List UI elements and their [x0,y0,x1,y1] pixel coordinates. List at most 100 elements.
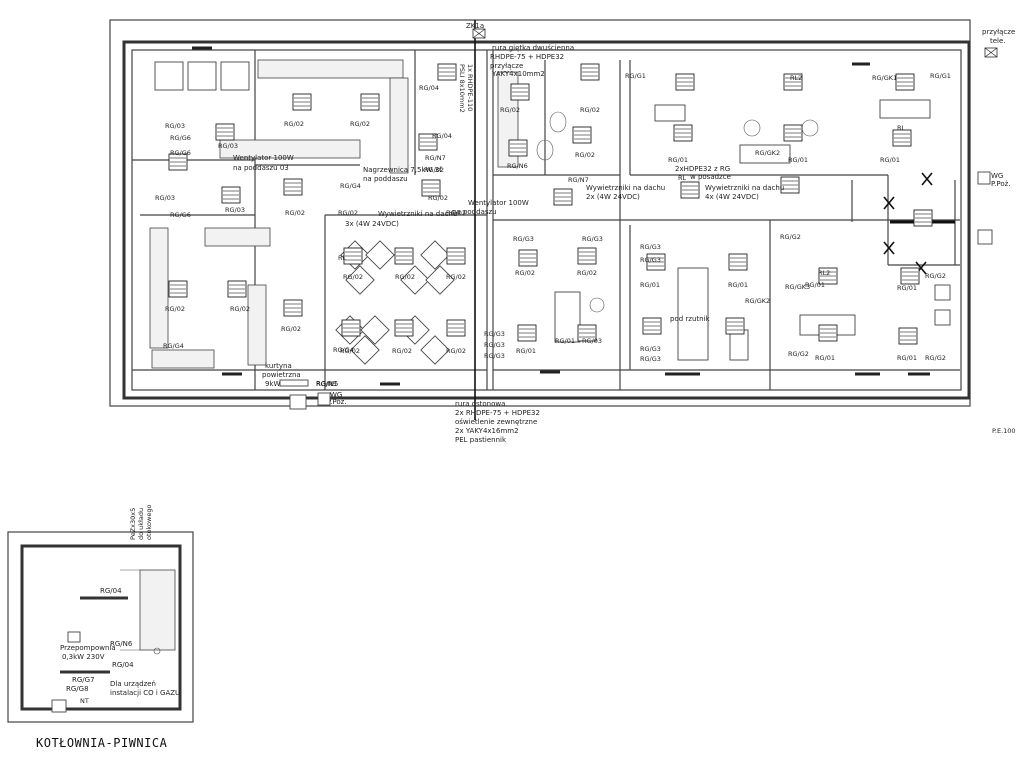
circuit-tag: RG/G2 [788,350,809,358]
circuit-tag: RG/GK2 [745,297,770,305]
circuit-tag: RG/N6 [507,162,528,170]
zk1a-label: ZK1a [466,22,484,30]
circuit-tag: RG/02 [575,151,595,159]
circuit-tag: RG/02 [284,120,304,128]
circuit-tag: RG/N7 [568,176,589,184]
fan1b-label: na poddaszu 03 [233,164,289,172]
curtain-label-3: 9kW [265,380,281,388]
luminaires [168,46,933,386]
ppoz-right-label: P.Poż. [991,180,1011,188]
basement-panel [51,699,67,713]
circuit-tag: RG/G4 [340,182,361,190]
circuit-tag: RG/01 [555,337,575,345]
exhaust1b-label: 3x (4W 24VDC) [345,220,399,228]
pump-label: Przepompownia [60,644,116,652]
n-panel-right [977,229,993,245]
devices-label: Dla urządzeń [110,680,156,688]
circuit-tag: RG/03 [155,194,175,202]
circuit-tag: RG/02 [343,273,363,281]
circuit-tag: RG/01 [728,281,748,289]
circuit-tag: RG/02 [428,194,448,202]
ppoz-label: P.Poż. [327,398,347,406]
pipe-shield-label: rura ostonowa [455,400,505,408]
projector-label: pod rzutnik [670,315,711,323]
fan2b-label: na poddaszu [452,208,497,216]
pel-label: PEL pastiennik [455,436,507,444]
circuit-tag: RG/GK1 [872,74,897,82]
bottom-annotations: rura ostonowa 2x RHDPE-75 + HDPE32 oświe… [262,171,1016,444]
circuit-tags: RG/03RG/G6RG/G6RG/03RG/G6RG/03RG/03RG/02… [155,72,951,388]
pump-label-2: 0,3kW 230V [62,653,105,661]
circuit-tag: RG/02 [395,273,415,281]
circuit-tag: RG/G3 [582,235,603,243]
circuit-tag: RG/G3 [640,256,661,264]
circuit-tag: RL [338,254,347,262]
circuit-tag: RG/02 [281,325,301,333]
circuit-tag: RL2 [790,74,802,82]
circuit-tag: RG/02 [577,269,597,277]
furniture [154,61,951,361]
circuit-tag: RG/01 [788,156,808,164]
pe-level-label: P.E.100 [992,427,1016,435]
curtain-label-2: powietrzna [262,371,301,379]
circuit-tag: RG/03 [218,142,238,150]
circuit-tag: RG/02 [424,166,444,174]
heater2-label: na poddaszu [363,175,408,183]
basement-rgg7: RG/G7 [72,676,95,684]
circuit-tag: RG/02 [230,305,250,313]
circuit-tag: RG/G6 [170,211,191,219]
lighting-label: oświetlenie zewnętrzne [455,418,537,426]
top-annotations: ZK1a rura giętka dwuścienna RHDPE-75 + H… [458,22,1015,113]
wg-label: WG [330,391,342,399]
circuit-tag: RG/GK3 [785,283,810,291]
circuit-tag: RG/G3 [513,235,534,243]
equipment-annotations: Wentylator 100W na poddaszu 03 Nagrzewni… [233,154,1011,323]
devices-label-2: instalacji CO i GAZU [110,689,180,697]
circuit-tag: RL2 [818,269,830,277]
circuit-tag: RG/G3 [484,341,505,349]
main-building [109,19,998,420]
circuit-tag: RG/02 [392,347,412,355]
basement-wall [20,544,182,711]
circuit-tag: RG/01 [897,354,917,362]
circuit-tag: RG/01 [815,354,835,362]
basement-rg04a: RG/04 [100,587,122,595]
circuit-tag: RG/G6 [170,134,191,142]
circuit-tag: RG/02 [515,269,535,277]
circuit-tag: RG/03 [225,206,245,214]
circuit-tag: RL [678,174,687,182]
lighting-cable-label: 2x YAKY4x16mm2 [455,427,519,435]
pipe-flexible-label: rura giętka dwuścienna [492,44,574,52]
wg-panel-right [977,171,991,185]
connection-cable: YAKY4x10mm2 [491,70,545,78]
exhaust3-label: Wywietrzniki na dachu [705,184,784,192]
exhaust2b-label: 2x (4W 24VDC) [586,193,640,201]
circuit-tag: RG/02 [446,209,466,217]
circuit-tag: RG/G2 [780,233,801,241]
connection-right-2: tele. [990,37,1006,45]
circuit-tag: RG/01 [516,347,536,355]
pipe-note-3: otokowego [145,505,153,540]
circuit-tag: RG/02 [340,347,360,355]
circuit-tag: RG/02 [338,209,358,217]
circuit-tag: RG/G3 [640,243,661,251]
air-curtain [279,379,309,387]
pipe-note: PeZx30x5 [129,508,137,540]
circuit-tag: RG/G2 [925,354,946,362]
pump-symbol [67,631,81,643]
basement-outer [7,531,194,723]
exhaust1-label: Wywietrzniki na dachu [378,210,457,218]
circuit-tag: RG/01 [805,281,825,289]
circuit-tag: RG/G3 [484,330,505,338]
circuit-tag: RG/GK2 [755,149,780,157]
circuit-tag: RG/G3 [640,355,661,363]
n-panel [289,394,307,410]
circuit-tag: RG/02 [350,120,370,128]
circuit-tag: RG/02 [285,209,305,217]
pipe-note-2: do układu [137,508,145,540]
exterior-wall [122,40,971,400]
circuit-tag: RG/03 [582,337,602,345]
circuit-tag: RG/02 [580,106,600,114]
circuit-tag: RG/G4 [333,346,354,354]
